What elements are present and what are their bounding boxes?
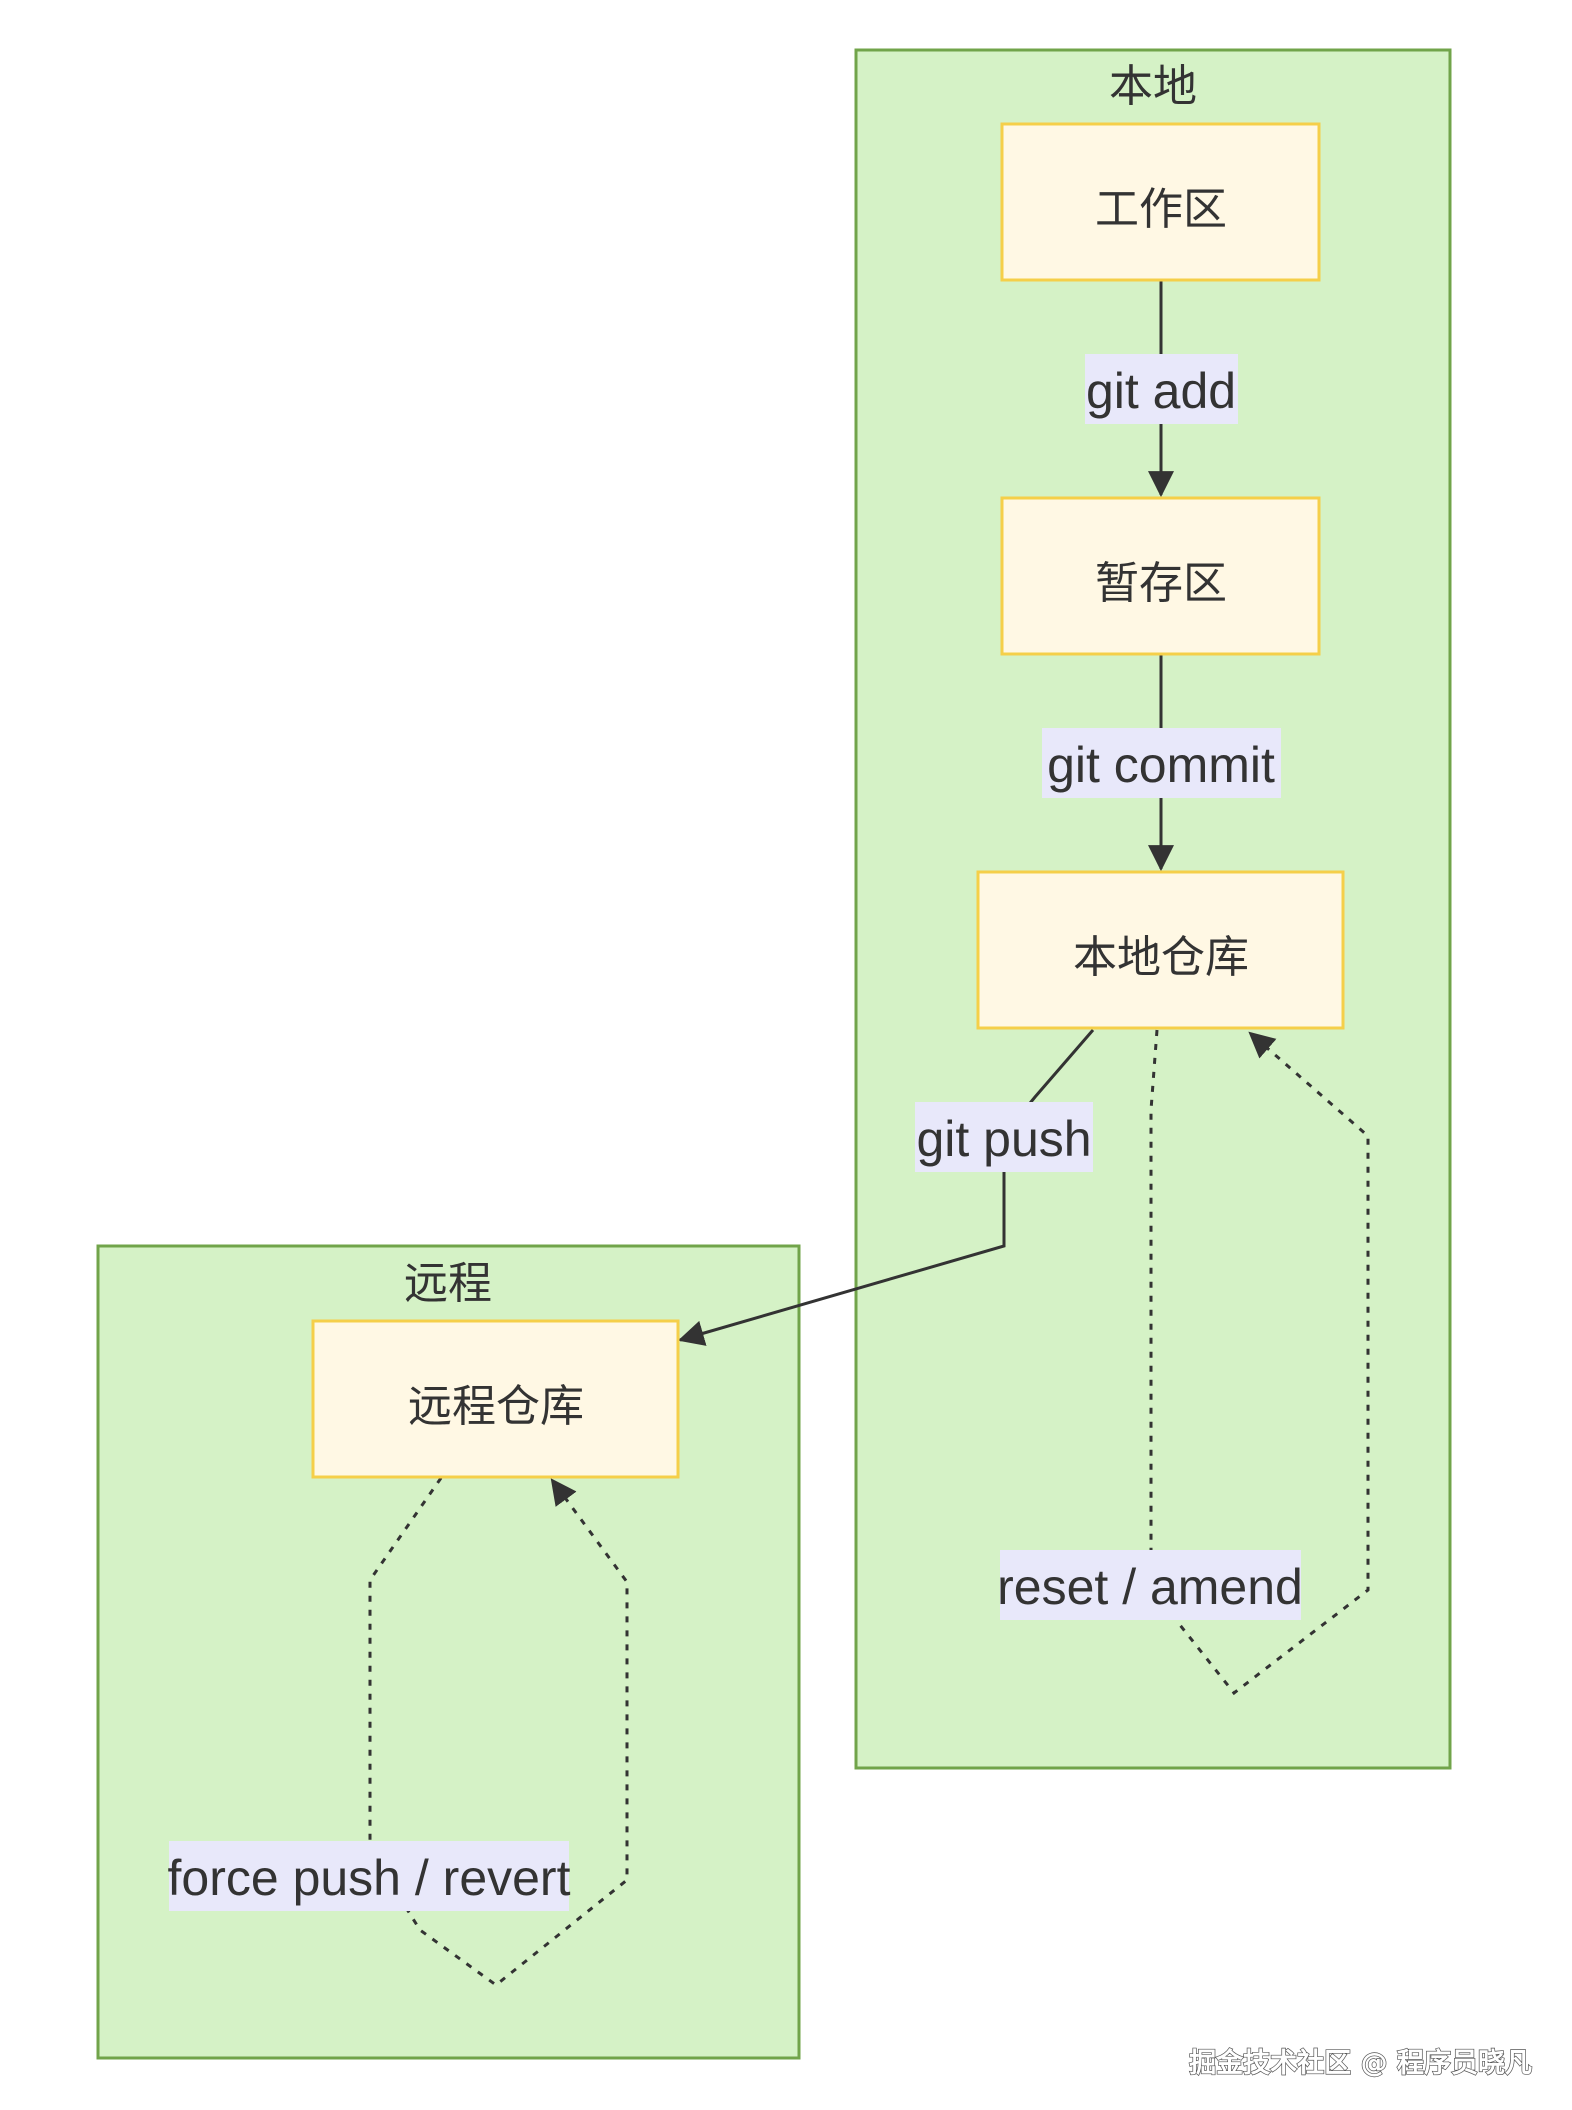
edge-label-git-push-bg bbox=[915, 1102, 1093, 1172]
edge-label-force-push-revert: force push / revert bbox=[168, 1841, 571, 1911]
node-staging[interactable]: 暂存区 bbox=[1000, 496, 1321, 656]
edge-label-git-push: git push bbox=[915, 1102, 1093, 1172]
node-remote-repo[interactable]: 远程仓库 bbox=[311, 1319, 680, 1479]
cluster-local-title: 本地 bbox=[1109, 61, 1197, 112]
edge-label-force-push-revert-text: force push / revert bbox=[168, 1850, 571, 1906]
edge-label-git-add: git add bbox=[1085, 354, 1238, 424]
node-workspace-box bbox=[1000, 122, 1321, 282]
node-staging-label: 暂存区 bbox=[1095, 558, 1227, 609]
edge-label-reset-amend: reset / amend bbox=[997, 1550, 1303, 1620]
node-remote-repo-label: 远程仓库 bbox=[408, 1381, 584, 1432]
watermark: 掘金技术社区 @ 程序员晓凡 bbox=[1189, 2047, 1532, 2079]
node-staging-box bbox=[1000, 496, 1321, 656]
node-local-repo[interactable]: 本地仓库 bbox=[976, 870, 1345, 1030]
node-workspace-label: 工作区 bbox=[1095, 184, 1227, 235]
edge-label-reset-amend-text: reset / amend bbox=[997, 1559, 1303, 1615]
edge-reset-amend bbox=[1149, 1029, 1370, 1696]
edge-label-reset-amend-bg bbox=[1000, 1550, 1301, 1620]
node-workspace[interactable]: 工作区 bbox=[1000, 122, 1321, 282]
edge-label-git-commit: git commit bbox=[1042, 728, 1281, 798]
node-remote-repo-box bbox=[311, 1319, 680, 1479]
edge-label-git-commit-text: git commit bbox=[1047, 737, 1275, 793]
cluster-remote-title: 远程 bbox=[404, 1258, 492, 1309]
edge-label-force-push-revert-bg bbox=[169, 1841, 569, 1911]
edge-label-git-add-text: git add bbox=[1086, 363, 1236, 419]
node-local-repo-box bbox=[976, 870, 1345, 1030]
edge-label-git-add-bg bbox=[1085, 354, 1238, 424]
edge-label-git-commit-bg bbox=[1042, 728, 1281, 798]
edge-label-git-push-text: git push bbox=[916, 1111, 1091, 1167]
node-local-repo-label: 本地仓库 bbox=[1073, 932, 1249, 983]
edge-force-push-revert bbox=[368, 1477, 629, 1987]
